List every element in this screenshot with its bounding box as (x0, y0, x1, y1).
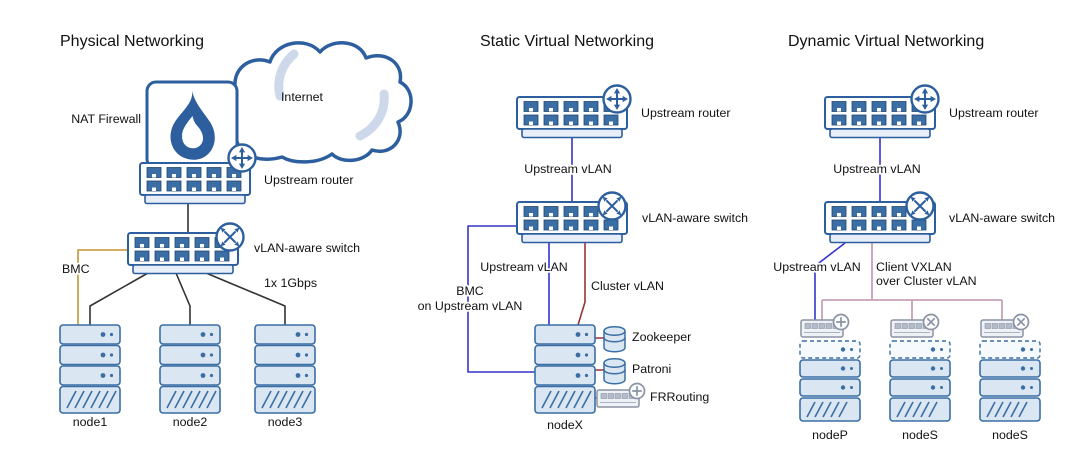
server-nodep (799, 340, 861, 422)
internet-label: Internet (281, 90, 324, 104)
patroni-database-icon (603, 358, 626, 385)
zookeeper-database-icon (603, 326, 626, 353)
zookeeper-label: Zookeeper (632, 330, 691, 344)
bmc-label: BMC (62, 262, 90, 276)
link-bmc-upstream-vlan (467, 225, 535, 373)
bandwidth-label: 1x 1Gbps (264, 276, 317, 290)
frrouting-router-icon (628, 382, 646, 400)
node1-label: node1 (73, 415, 108, 429)
cluster-vlan-label: Cluster vLAN (591, 279, 664, 293)
up-router-label: Upstream router (949, 106, 1039, 120)
node2-label: node2 (173, 415, 208, 429)
client-vxlan-label-line1: Client VXLAN (876, 260, 952, 274)
link-switch-to-node1 (89, 272, 149, 325)
nodep-router-icon (832, 313, 850, 331)
upstream-vlan-top-label: Upstream vLAN (524, 162, 611, 176)
upstream-router-label: Upstream router (264, 173, 354, 187)
cloud-accent-right (355, 89, 389, 141)
vlan-switch-label: vLAN-aware switch (254, 241, 360, 255)
link-switch-to-node2 (175, 272, 191, 325)
nat-firewall-label: NAT Firewall (71, 112, 141, 126)
link-switch-to-node3 (205, 272, 286, 325)
server-nodes2 (979, 340, 1041, 422)
link-bmc (77, 249, 130, 325)
server-node3 (254, 324, 316, 414)
nodes1-switch-icon (922, 313, 940, 331)
section-physical-networking: Internet NAT Firewall Upstream router vL… (59, 33, 413, 429)
client-vxlan-label-line2: over Cluster vLAN (876, 274, 977, 288)
server-node2 (159, 324, 221, 414)
router-icon (227, 143, 257, 173)
section-static-virtual-networking: Upstream router Upstream vLAN vLAN-aware… (416, 33, 748, 432)
section-title-physical: Physical Networking (60, 33, 204, 50)
link-client-vxlan (821, 243, 1003, 320)
internet-cloud-icon (221, 41, 413, 164)
section-dynamic-virtual-networking: Upstream router Upstream vLAN vLAN-aware… (772, 33, 1056, 442)
nodep-label: nodeP (812, 428, 848, 442)
cloud-accent-left (274, 49, 299, 101)
nodex-label: nodeX (547, 418, 583, 432)
bmc-label-line2: on Upstream vLAN (418, 299, 523, 313)
section-title-dynamic: Dynamic Virtual Networking (788, 33, 984, 50)
server-nodes1 (889, 340, 951, 422)
switch-icon (215, 222, 245, 252)
patroni-label: Patroni (632, 362, 671, 376)
server-nodex (534, 324, 596, 414)
switch-icon (597, 191, 627, 221)
node3-label: node3 (268, 415, 303, 429)
frrouting-label: FRRouting (650, 390, 709, 404)
nodes2-switch-icon (1012, 313, 1030, 331)
up-router-label: Upstream router (641, 106, 731, 120)
server-node1 (59, 324, 121, 414)
nat-firewall-icon (145, 80, 239, 170)
nodes2-label: nodeS (992, 428, 1028, 442)
bmc-label-line1: BMC (456, 284, 484, 298)
switch-icon (905, 191, 935, 221)
router-icon (910, 84, 940, 114)
link-upstream-vlan-nodep (814, 242, 846, 320)
firewall-flame-inner (181, 116, 204, 149)
upstream-vlan-top-label: Upstream vLAN (833, 162, 920, 176)
service-connectors (595, 337, 604, 399)
upstream-vlan-link-label: Upstream vLAN (773, 260, 860, 274)
vlan-switch-label: vLAN-aware switch (642, 211, 748, 225)
link-cluster-vlan (577, 243, 586, 326)
router-icon (602, 84, 632, 114)
upstream-vlan-link-label: Upstream vLAN (480, 260, 567, 274)
vlan-switch-label: vLAN-aware switch (949, 211, 1055, 225)
nodes1-label: nodeS (902, 428, 938, 442)
section-title-static: Static Virtual Networking (480, 33, 654, 50)
